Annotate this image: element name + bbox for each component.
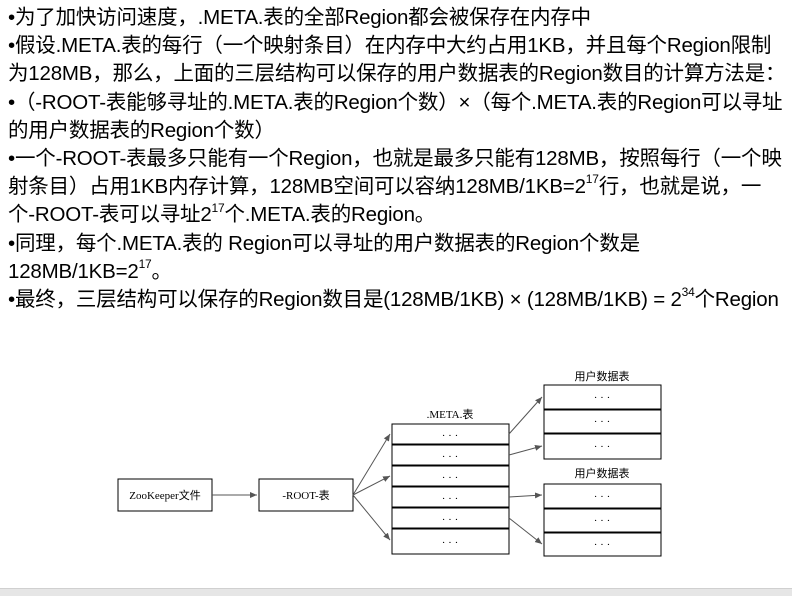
user-table-1-row-3: · · · [594, 441, 611, 453]
bullet-2-text: •假设.META.表的每行（一个映射条目）在内存中大约占用1KB，并且每个Reg… [8, 34, 786, 86]
bullet-6-text-b: 个Region [694, 288, 779, 312]
bullet-6: •最终，三层结构可以保存的Region数目是(128MB/1KB) × (128… [8, 286, 788, 314]
meta-row-3: · · · [442, 472, 459, 484]
user-table-1-row-1: · · · [594, 392, 611, 404]
bullet-3: •（-ROOT-表能够寻址的.META.表的Region个数）×（每个.META… [8, 89, 788, 145]
bullet-4: •一个-ROOT-表最多只能有一个Region，也就是最多只能有128MB，按照… [8, 145, 788, 230]
bullet-5-text-a: •同理，每个.META.表的 Region可以寻址的用户数据表的Region个数… [8, 231, 640, 283]
bullet-5-text-b: 。 [151, 259, 173, 283]
bullet-5: •同理，每个.META.表的 Region可以寻址的用户数据表的Region个数… [8, 230, 788, 286]
arrows-meta-to-user-tables [508, 396, 543, 545]
meta-row-4: · · · [442, 493, 459, 505]
arrows-root-to-meta [352, 433, 391, 541]
bullet-2: •假设.META.表的每行（一个映射条目）在内存中大约占用1KB，并且每个Reg… [8, 32, 788, 88]
user-table-1-row-2: · · · [594, 416, 611, 428]
user-table-2: · · · · · · · · · [543, 483, 662, 557]
meta-row-2: · · · [442, 451, 459, 463]
bullet-4-exponent-2: 17 [211, 200, 225, 215]
user-table-2-row-1: · · · [594, 491, 611, 503]
user-table-2-row-3: · · · [594, 539, 611, 551]
bottom-scroll-bar [0, 588, 792, 596]
meta-row-5: · · · [442, 514, 459, 526]
root-table-label: -ROOT-表 [282, 488, 329, 502]
user-table-2-label: 用户数据表 [575, 466, 630, 480]
bullet-4-text-b: 行，也就是说，一个-ROOT-表可以寻址2 [8, 175, 762, 227]
zookeeper-file-box: ZooKeeper文件 [117, 478, 213, 512]
bullet-1-text: •为了加快访问速度，.META.表的全部Region都会被保存在内存中 [8, 6, 591, 29]
user-table-1: · · · · · · · · · [543, 384, 662, 460]
zookeeper-file-label: ZooKeeper文件 [129, 488, 200, 502]
bullet-4-text-a: •一个-ROOT-表最多只能有一个Region，也就是最多只能有128MB，按照… [8, 147, 782, 199]
meta-row-6: · · · [442, 537, 459, 549]
root-table-box: -ROOT-表 [258, 478, 354, 512]
user-table-1-label: 用户数据表 [575, 369, 630, 383]
bullet-5-exponent: 17 [138, 257, 152, 271]
meta-row-1: · · · [442, 430, 459, 442]
bullet-6-exponent: 34 [681, 285, 695, 300]
meta-table-label: .META.表 [427, 407, 474, 421]
bullet-6-text-a: •最终，三层结构可以保存的Region数目是(128MB/1KB) × (128… [8, 288, 682, 312]
bullet-4-text-c: 个.META.表的Region。 [224, 203, 436, 227]
bullet-1: •为了加快访问速度，.META.表的全部Region都会被保存在内存中 [8, 4, 788, 32]
meta-table: · · · · · · · · · · · · · · · · · · [391, 423, 510, 555]
text-content: •为了加快访问速度，.META.表的全部Region都会被保存在内存中 •假设.… [8, 4, 788, 314]
user-table-2-row-2: · · · [594, 515, 611, 527]
bullet-4-exponent-1: 17 [585, 172, 599, 187]
bullet-3-text: •（-ROOT-表能够寻址的.META.表的Region个数）×（每个.META… [8, 90, 783, 142]
